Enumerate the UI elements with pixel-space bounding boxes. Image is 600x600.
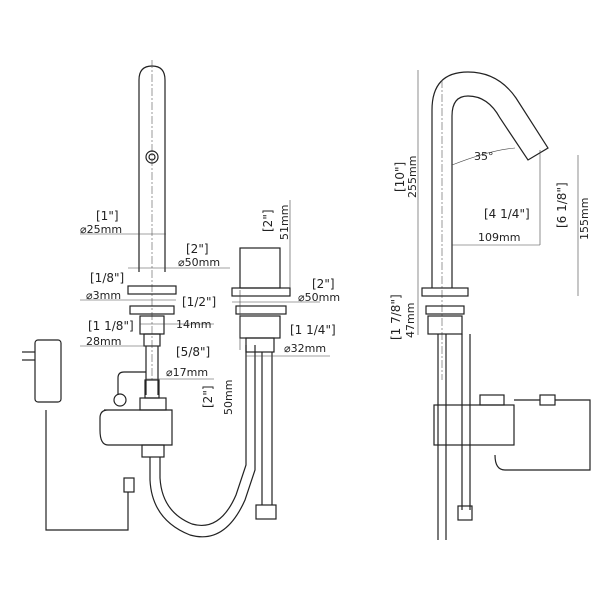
shank-height-inch: [1 7/8"] <box>389 294 403 340</box>
nut-size-inch: [1 1/8"] <box>88 319 134 333</box>
hose-diameter-mm: ⌀17mm <box>166 366 208 379</box>
button-thread-mm: ⌀32mm <box>284 342 326 355</box>
total-height-inch: [10"] <box>393 162 407 192</box>
hole-diameter-inch: [1/8"] <box>90 271 124 285</box>
reach-mm: 109mm <box>478 231 520 244</box>
shank-height-mm: 47mm <box>404 303 417 338</box>
base-diameter-mm: ⌀50mm <box>178 256 220 269</box>
side-faucet <box>421 71 591 540</box>
shank-length-mm: 50mm <box>222 380 235 415</box>
total-height-mm: 255mm <box>406 156 419 198</box>
reach-inch: [4 1/4"] <box>484 207 530 221</box>
button-unit <box>231 247 291 520</box>
power-adapter <box>34 339 62 403</box>
button-height-inch: [2"] <box>261 209 275 232</box>
shank-length-inch: [2"] <box>201 385 215 408</box>
thread-size-inch: [1/2"] <box>182 295 216 309</box>
front-faucet <box>22 60 256 538</box>
hole-diameter-mm: ⌀3mm <box>86 289 121 302</box>
sensor-icon <box>145 150 159 164</box>
button-base-mm: ⌀50mm <box>298 291 340 304</box>
button-height-mm: 51mm <box>278 205 291 240</box>
nut-size-mm: 28mm <box>86 335 121 348</box>
dimension-lines <box>80 70 579 380</box>
control-box <box>99 409 173 446</box>
button-thread-inch: [1 1/4"] <box>290 323 336 337</box>
spout-diameter-mm: ⌀25mm <box>80 223 122 236</box>
spout-angle: 35° <box>474 150 494 163</box>
base-diameter-inch: [2"] <box>186 242 209 256</box>
button-base-inch: [2"] <box>312 277 335 291</box>
spout-diameter-inch: [1"] <box>96 209 119 223</box>
hose-diameter-inch: [5/8"] <box>176 345 210 359</box>
outlet-height-mm: 155mm <box>578 198 591 240</box>
thread-size-mm: 14mm <box>176 318 211 331</box>
outlet-height-inch: [6 1/8"] <box>555 182 569 228</box>
